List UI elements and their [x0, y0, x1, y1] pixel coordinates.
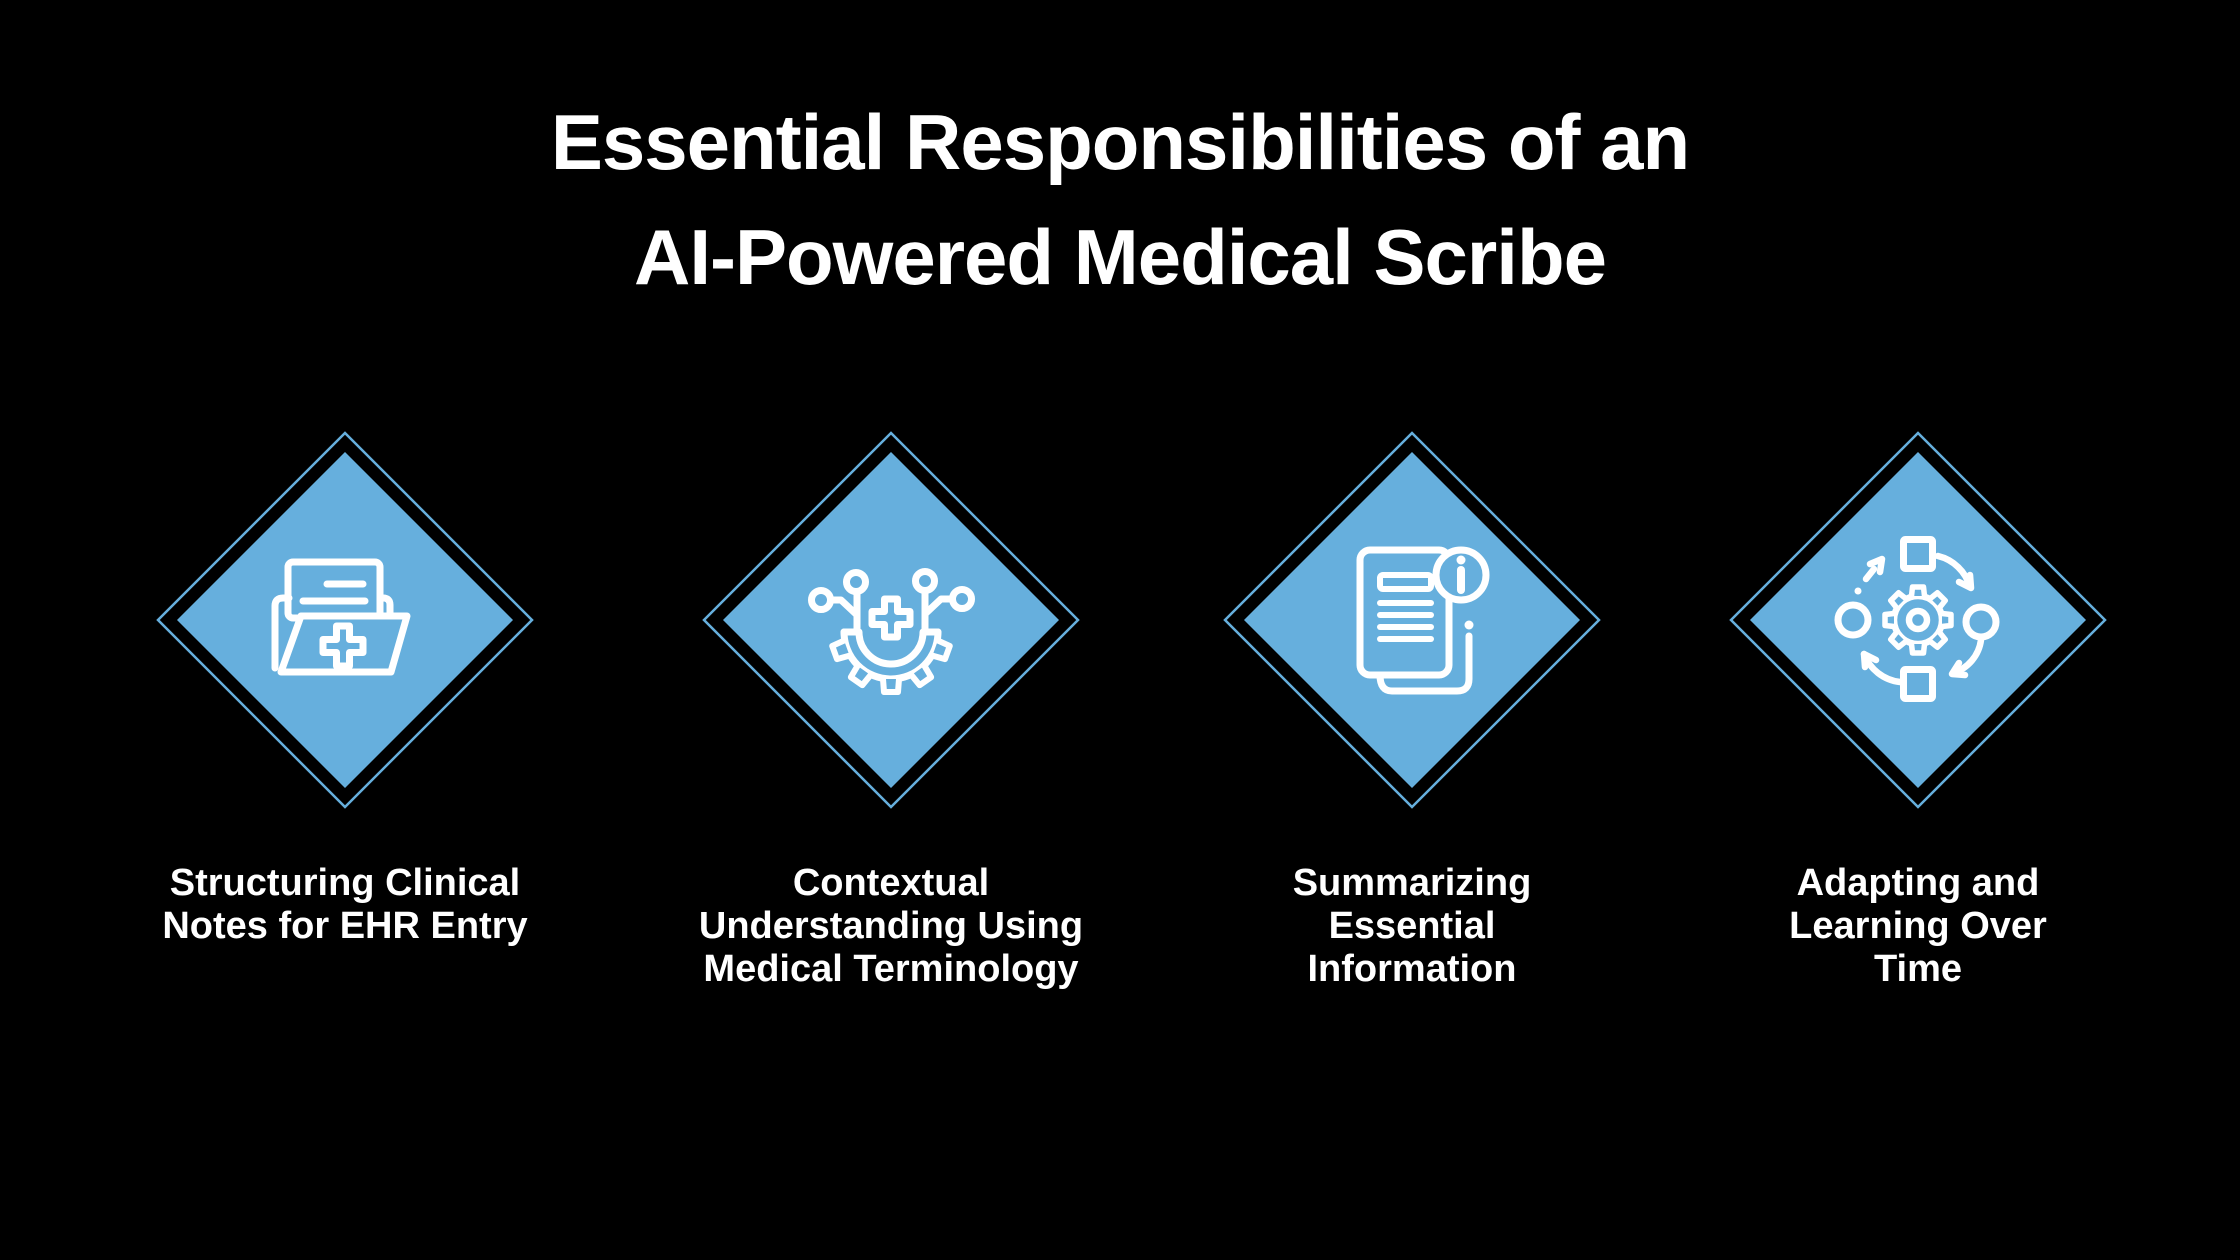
- feature-label: Adapting and Learning Over Time: [1789, 862, 2047, 990]
- feature-label: Structuring Clinical Notes for EHR Entry: [162, 862, 528, 947]
- diamond-outline: [1729, 431, 2107, 809]
- medical-folder-icon: [271, 558, 411, 676]
- document-info-icon: [1356, 546, 1490, 695]
- feature-label: Summarizing Essential Information: [1292, 862, 1532, 990]
- diamond-shape: [1729, 431, 2107, 809]
- diamond-shape: [702, 431, 1080, 809]
- feature-label: Contextual Understanding Using Medical T…: [698, 862, 1084, 990]
- diamond-shape: [1223, 431, 1601, 809]
- diamond-outline: [156, 431, 534, 809]
- title-line-2: AI-Powered Medical Scribe: [634, 213, 1607, 301]
- diamond-fill: [1750, 452, 2086, 788]
- title-line-1: Essential Responsibilities of an: [550, 98, 1690, 186]
- feature-adapting-learning: Adapting and Learning Over Time: [1678, 430, 2158, 991]
- feature-contextual-understanding: Contextual Understanding Using Medical T…: [651, 430, 1131, 991]
- diamond-shape: [156, 431, 534, 809]
- infographic-title: Essential Responsibilities of an AI-Powe…: [0, 85, 2240, 315]
- feature-structuring-clinical-notes: Structuring Clinical Notes for EHR Entry: [105, 430, 585, 948]
- feature-summarizing-information: Summarizing Essential Information: [1172, 430, 1652, 991]
- diamond-outline: [1223, 431, 1601, 809]
- diamond-outline: [702, 431, 1080, 809]
- diamond-fill: [723, 452, 1059, 788]
- adaptive-cycle-icon: [1834, 536, 2000, 702]
- ai-gear-circuit-icon: [808, 568, 975, 695]
